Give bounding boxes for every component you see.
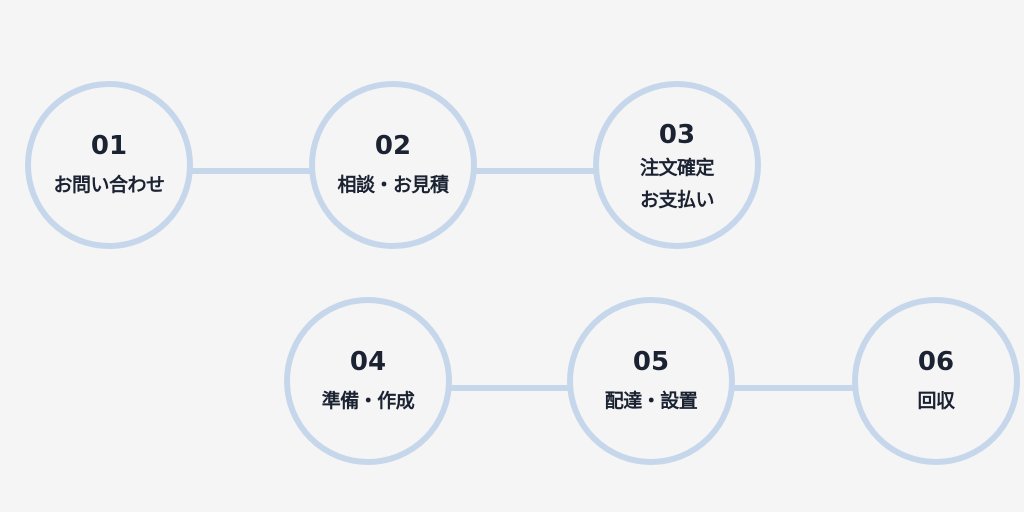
step-04: 04 準備・作成 [284,297,452,465]
step-05: 05 配達・設置 [567,297,735,465]
step-label: 回収 [917,390,955,412]
step-02: 02 相談・お見積 [309,81,477,249]
step-label: 注文確定 お支払い [639,157,715,211]
step-number: 05 [632,347,670,377]
step-number: 06 [917,347,955,377]
step-number: 02 [374,131,412,161]
step-number: 04 [349,347,387,377]
step-01: 01 お問い合わせ [25,81,193,249]
step-06: 06 回収 [852,297,1020,465]
step-number: 01 [90,131,128,161]
step-label: 配達・設置 [604,390,698,412]
step-label: 準備・作成 [321,390,415,412]
step-number: 03 [658,120,696,150]
step-label: お問い合わせ [53,174,165,196]
step-03: 03 注文確定 お支払い [593,81,761,249]
step-label: 相談・お見積 [337,174,449,196]
